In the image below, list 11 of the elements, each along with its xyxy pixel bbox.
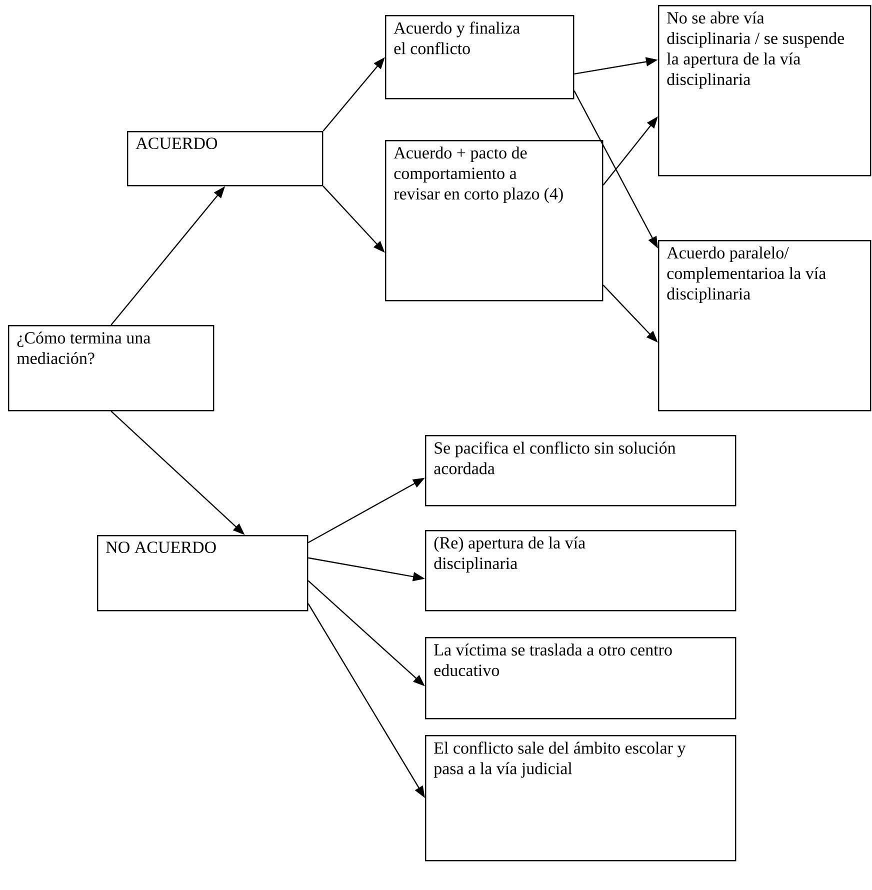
text-box: No se abre vía disciplinaria / se suspende la apertura de la vía disciplinaria	[658, 5, 872, 176]
text-box: (Re) apertura de la vía disciplinaria	[425, 530, 736, 612]
text-box: La víctima se traslada a otro centro educativo	[425, 637, 736, 720]
text-box: Acuerdo y finaliza el conflicto	[385, 15, 574, 100]
text-box: Acuerdo + pacto de comportamiento a revisar en corto plazo (4)	[385, 140, 604, 302]
text-box: Acuerdo paralelo/ complementarioa la vía disciplinaria	[658, 240, 872, 412]
text-box: El conflicto sale del ámbito escolar y pasa a la vía judicial	[425, 735, 736, 862]
text-box: ACUERDO	[127, 131, 324, 186]
text-box: ¿Cómo termina una mediación?	[8, 325, 214, 412]
text-box: NO ACUERDO	[97, 535, 308, 612]
text-box: Se pacifica el conflicto sin solución acordada	[425, 435, 736, 506]
